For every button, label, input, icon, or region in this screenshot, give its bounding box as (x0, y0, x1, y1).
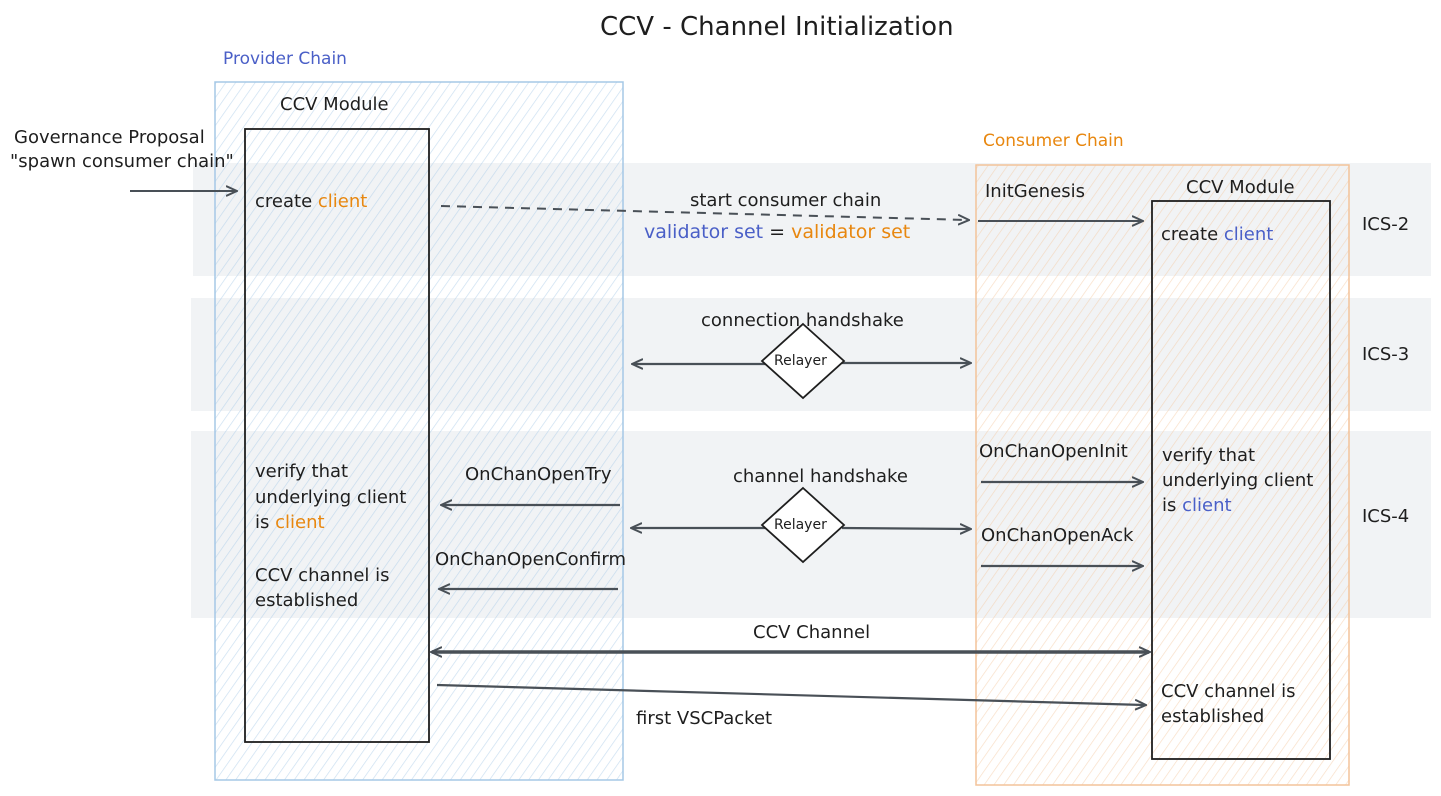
consumer-verify-lines: verify that underlying client is (1162, 445, 1314, 516)
consumer-established-text: CCV channel is established (1161, 681, 1296, 727)
governance-proposal-line2: "spawn consumer chain" (10, 151, 234, 172)
provider-established-text: CCV channel is established (255, 565, 390, 611)
on-chan-open-confirm-label: OnChanOpenConfirm (435, 549, 627, 570)
start-consumer-arrow (440, 205, 968, 220)
relayer-label-connection: Relayer (774, 353, 827, 369)
provider-chain-label: Provider Chain (223, 49, 347, 69)
consumer-create-word: create (1161, 224, 1219, 245)
connection-handshake-label: connection handshake (701, 310, 904, 331)
governance-proposal-line1: Governance Proposal (14, 127, 205, 148)
channel-handshake-right-arrow (841, 528, 970, 529)
validator-set-left: validator set (644, 221, 764, 243)
ccv-channel-label: CCV Channel (753, 622, 871, 643)
provider-ccv-module-box (244, 128, 430, 743)
start-consumer-label: start consumer chain (690, 190, 882, 211)
consumer-chain-label: Consumer Chain (983, 131, 1124, 151)
diagram-title: CCV - Channel Initialization (600, 12, 954, 42)
consumer-ccv-module-box (1151, 200, 1331, 760)
validator-set-equation: validator set = validator set (644, 220, 910, 244)
consumer-chain-area (975, 164, 1350, 786)
channel-handshake-label: channel handshake (733, 466, 908, 487)
on-chan-open-init-label: OnChanOpenInit (979, 441, 1128, 462)
consumer-create-client: create client (1161, 223, 1273, 247)
equals-sign: = (769, 221, 786, 243)
ics3-label: ICS-3 (1362, 344, 1410, 365)
relayer-label-channel: Relayer (774, 517, 827, 533)
on-chan-open-ack-label: OnChanOpenAck (981, 525, 1134, 546)
consumer-ccv-module-label: CCV Module (1186, 177, 1295, 198)
provider-client-word: client (317, 191, 368, 212)
provider-create-word: create (255, 191, 313, 212)
first-vsc-packet-arrow (436, 683, 1145, 705)
init-genesis-label: InitGenesis (985, 181, 1086, 202)
first-vsc-packet-label: first VSCPacket (636, 708, 773, 729)
relayer-diamond-connection (760, 322, 846, 400)
provider-verify-text: verify that underlying client is client (255, 459, 406, 536)
validator-set-right: validator set (791, 221, 911, 243)
ics4-label: ICS-4 (1362, 506, 1410, 527)
consumer-client-word: client (1223, 224, 1274, 245)
consumer-verify-text: verify that underlying client is client (1162, 443, 1313, 518)
relayer-diamond-channel (760, 486, 846, 564)
consumer-verify-client: client (1182, 495, 1232, 516)
provider-verify-client: client (275, 512, 325, 533)
on-chan-open-try-label: OnChanOpenTry (465, 464, 612, 485)
provider-verify-lines: verify that underlying client is (255, 461, 407, 533)
provider-chain-area (214, 81, 624, 781)
ics2-label: ICS-2 (1362, 214, 1410, 235)
provider-create-client: create client (255, 190, 367, 214)
provider-ccv-module-label: CCV Module (280, 94, 389, 115)
